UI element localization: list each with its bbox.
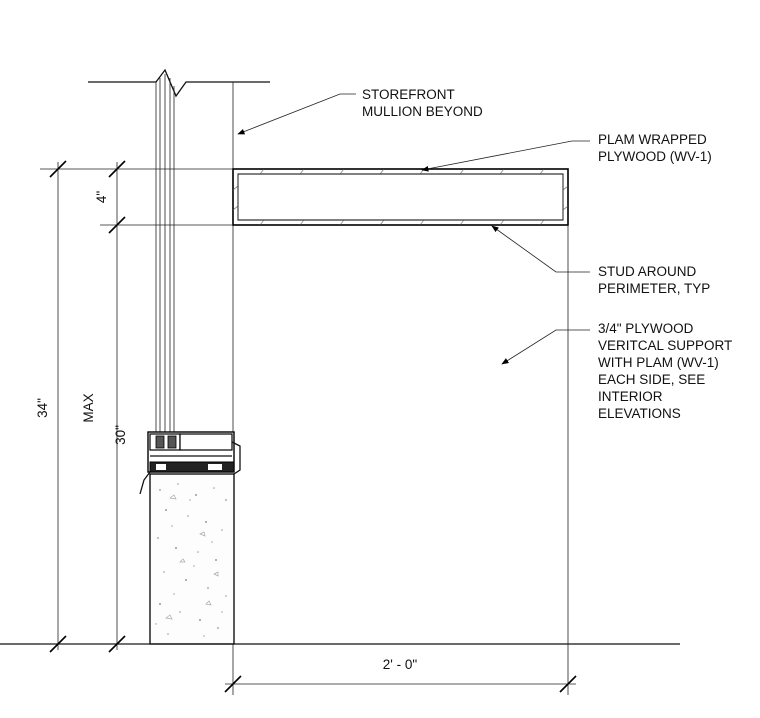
note-plywood-line1: 3/4" PLYWOOD bbox=[598, 321, 694, 336]
leader-stud bbox=[491, 225, 590, 273]
dim-inner-heights bbox=[108, 160, 126, 653]
note-plywood-line3: WITH PLAM (WV-1) bbox=[598, 355, 719, 370]
dim-overall-height bbox=[49, 160, 67, 653]
break-line bbox=[88, 68, 270, 98]
note-plam-line2: PLYWOOD (WV-1) bbox=[598, 149, 712, 164]
note-plam-line1: PLAM WRAPPED bbox=[598, 132, 707, 147]
note-stud-line1: STUD AROUND bbox=[598, 264, 697, 279]
storefront-sill bbox=[139, 431, 241, 495]
note-plywood-line6: ELEVATIONS bbox=[598, 406, 681, 421]
note-plywood-line4: EACH SIDE, SEE bbox=[598, 372, 705, 387]
note-storefront-line2: MULLION BEYOND bbox=[362, 104, 483, 119]
note-plywood-line2: VERITCAL SUPPORT bbox=[598, 338, 732, 353]
dim-counter-thickness-label: 4" bbox=[94, 191, 109, 204]
concrete-wall bbox=[149, 473, 235, 645]
leader-storefront bbox=[237, 93, 356, 135]
dim-overall-height-label: 34" bbox=[35, 398, 50, 418]
leader-plam bbox=[421, 140, 590, 172]
note-plywood-line5: INTERIOR bbox=[598, 389, 663, 404]
dim-width-label: 2' - 0" bbox=[383, 657, 418, 672]
note-stud-line2: PERIMETER, TYP bbox=[598, 281, 710, 296]
dim-width bbox=[224, 675, 577, 693]
counter-top bbox=[232, 168, 569, 226]
storefront-mullion bbox=[155, 74, 234, 440]
leader-plywood bbox=[501, 329, 590, 365]
dim-support-height-label: 30" bbox=[113, 425, 128, 445]
dim-max-label: MAX bbox=[81, 393, 96, 422]
note-storefront-line1: STOREFRONT bbox=[362, 87, 455, 102]
